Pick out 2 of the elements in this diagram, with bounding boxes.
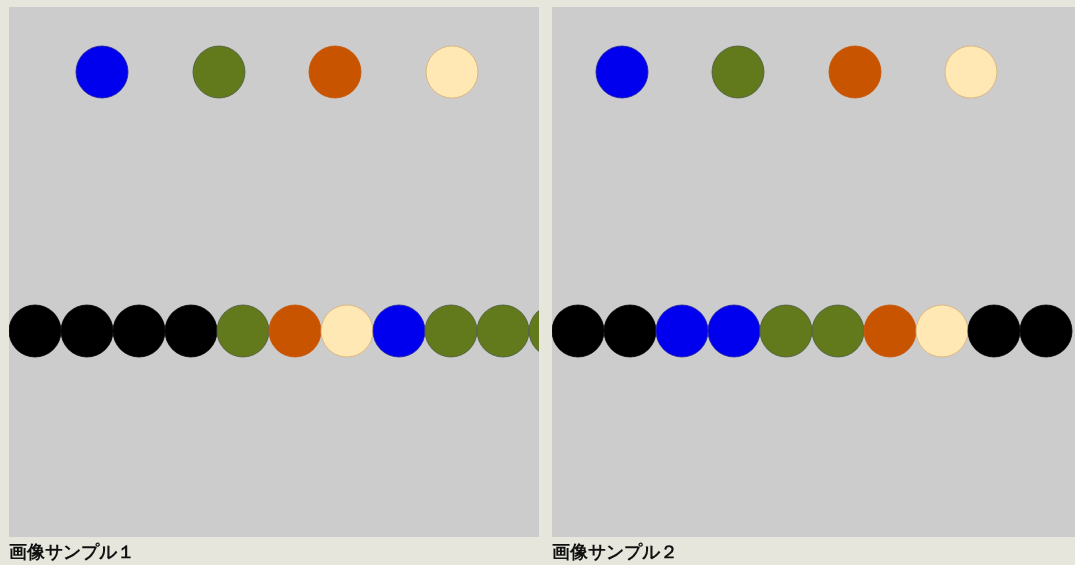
image-caption: 画像サンプル２ <box>552 540 678 564</box>
image-caption: 画像サンプル１ <box>9 540 135 564</box>
